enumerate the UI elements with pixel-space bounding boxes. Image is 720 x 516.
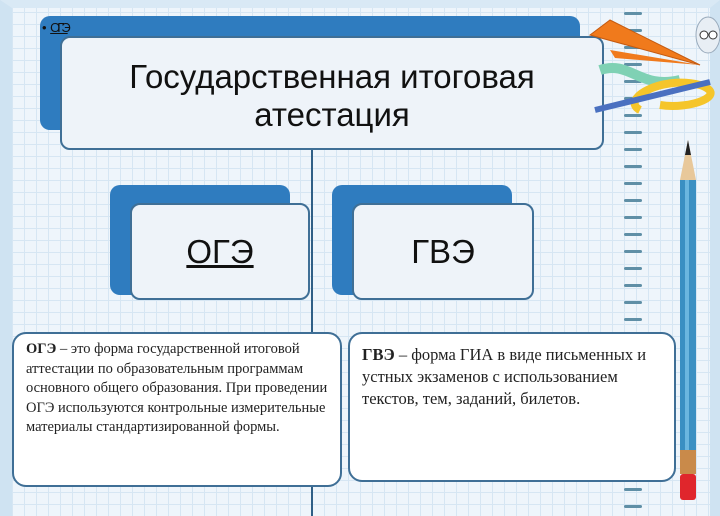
ruler-tick xyxy=(624,80,642,83)
ruler-tick xyxy=(624,488,642,491)
oge-link[interactable]: ОГЭ xyxy=(186,232,254,270)
oge-definition: – это форма государственной итоговой атт… xyxy=(26,341,328,435)
ruler-tick xyxy=(624,505,642,508)
ruler-tick xyxy=(624,165,642,168)
pencil-icon xyxy=(680,140,696,500)
ruler-tick xyxy=(624,284,642,287)
oge-box[interactable]: ОГЭ xyxy=(130,203,310,300)
oge-description: ОГЭ – это форма государственной итоговой… xyxy=(12,332,342,487)
page-title: Государственная итоговая атестация xyxy=(129,58,535,133)
gve-description: ГВЭ – форма ГИА в виде письменных и устн… xyxy=(348,332,676,482)
bullet-link[interactable]: • ОГЭ xyxy=(42,20,71,35)
gve-definition: – форма ГИА в виде письменных и устных э… xyxy=(362,345,647,408)
ruler-tick xyxy=(624,250,642,253)
bullet-link-text: ОГЭ xyxy=(50,20,70,35)
ruler-tick xyxy=(624,63,642,66)
ruler-tick xyxy=(624,46,642,49)
ruler-tick xyxy=(624,114,642,117)
title-box: Государственная итоговая атестация xyxy=(60,36,604,150)
ruler-tick xyxy=(624,267,642,270)
ruler-tick xyxy=(624,199,642,202)
ruler-tick xyxy=(624,12,642,15)
ruler-tick xyxy=(624,29,642,32)
ruler-tick xyxy=(624,318,642,321)
gve-term: ГВЭ xyxy=(362,345,395,364)
ruler-tick xyxy=(624,131,642,134)
oge-term: ОГЭ xyxy=(26,341,57,357)
ruler-tick xyxy=(624,148,642,151)
drawing-tools-icon xyxy=(588,16,720,114)
ruler-tick xyxy=(624,216,642,219)
gve-box: ГВЭ xyxy=(352,203,534,300)
ruler-tick xyxy=(624,301,642,304)
ruler-tick xyxy=(624,233,642,236)
ruler-tick xyxy=(624,182,642,185)
gve-label: ГВЭ xyxy=(411,232,475,270)
